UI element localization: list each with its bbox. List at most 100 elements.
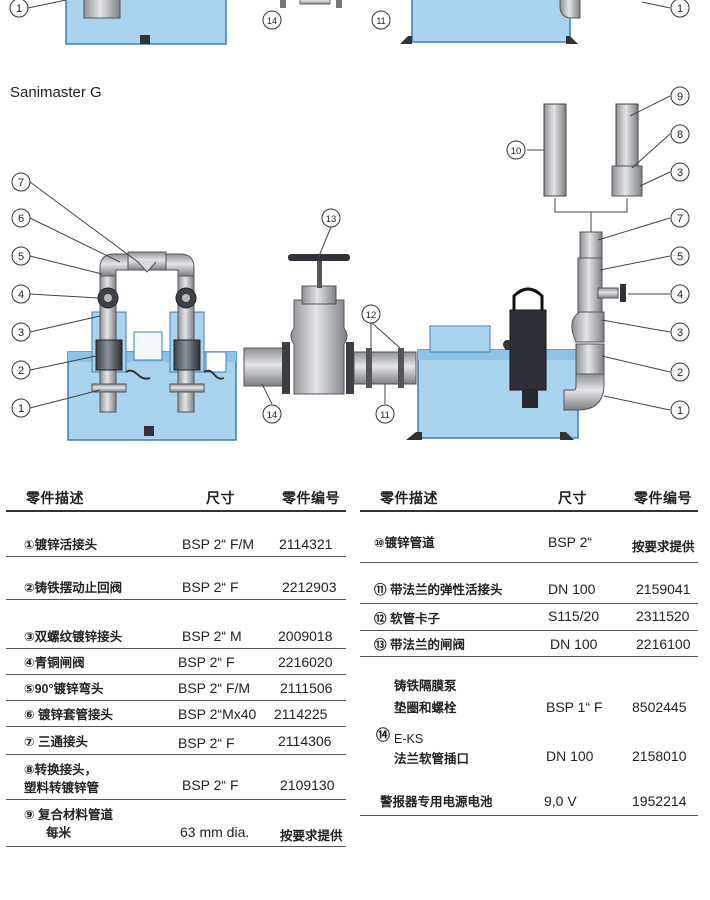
callout-left-2: 2 xyxy=(11,360,31,380)
table-row: 警报器专用电源电池 9,0 V 1952214 xyxy=(360,773,698,816)
row-part-number: 2216020 xyxy=(278,654,333,670)
row-size: DN 100 xyxy=(550,636,598,652)
row-part-number: 按要求提供 xyxy=(280,829,343,843)
row-description: ③双螺纹镀锌接头 xyxy=(24,630,123,644)
row-size: BSP 2“ F xyxy=(178,735,235,751)
callout-label: 5 xyxy=(677,251,683,263)
sanimaster-diagram: 1 14 11 1 xyxy=(9,0,690,441)
right-parts-table: 零件描述 尺寸 零件编号 ⑩镀锌管道 BSP 2“ 按要求提供 ⑪ 带法兰的弹性… xyxy=(360,484,698,820)
callout-label: 14 xyxy=(267,16,277,26)
left-callout-lines xyxy=(29,181,139,409)
callout-label: 5 xyxy=(18,251,24,263)
callout-circle xyxy=(670,162,690,182)
callout-label: 7 xyxy=(18,177,24,189)
section-title: Sanimaster G xyxy=(10,84,102,101)
row-size: BSP 1“ F xyxy=(546,699,603,715)
row-part-number: 2111506 xyxy=(280,680,333,696)
table-row: ⑬ 带法兰的闸阀 DN 100 2216100 xyxy=(360,631,698,657)
row-part-number: 2158010 xyxy=(632,748,687,764)
callout-left-1: 1 xyxy=(11,398,31,418)
callout-right-1: 1 xyxy=(670,400,690,420)
callout-circle xyxy=(11,172,31,192)
header-size: 尺寸 xyxy=(558,490,587,506)
callout-label: 1 xyxy=(677,3,683,15)
callout-label: 6 xyxy=(18,213,24,225)
twin-pump-assembly xyxy=(67,251,237,441)
table-row: ②铸铁摆动止回阀 BSP 2“ F 2212903 xyxy=(6,557,346,600)
row-description-line1: 铸铁隔膜泵 xyxy=(394,679,457,693)
row-number: ⑭ xyxy=(376,727,390,743)
callout-label: 10 xyxy=(511,146,522,157)
row-part-number: 按要求提供 xyxy=(632,540,695,554)
callout-left-6: 6 xyxy=(11,208,31,228)
gate-valve-assembly xyxy=(243,254,417,395)
row-description: ①镀锌活接头 xyxy=(24,538,98,552)
table-row: ⑪ 带法兰的弹性活接头 DN 100 2159041 xyxy=(360,563,698,604)
row-part-number: 2311520 xyxy=(636,608,690,624)
top-left-pump-base xyxy=(65,0,227,45)
row-description-line2: 每米 xyxy=(46,826,72,840)
table-row: ⑥ 镀锌套管接头 BSP 2“Mx40 2114225 xyxy=(6,701,346,727)
top-callouts: 1 14 11 1 xyxy=(9,0,690,30)
callout-left-5: 5 xyxy=(11,246,31,266)
callout-left-7: 7 xyxy=(11,172,31,192)
callout-right-9: 9 xyxy=(670,86,690,106)
row-size: BSP 2“ F xyxy=(178,654,235,670)
callout-right-7: 7 xyxy=(670,208,690,228)
callout-label: 7 xyxy=(677,213,683,225)
callout-right-5: 5 xyxy=(670,246,690,266)
row-size: 9,0 V xyxy=(544,793,577,809)
top-middle-fitting xyxy=(280,0,342,8)
header-description: 零件描述 xyxy=(380,490,438,506)
callout-label: 1 xyxy=(18,403,24,415)
callout-right-3: 3 xyxy=(670,162,690,182)
row-part-number: 2114306 xyxy=(278,733,332,749)
row-description: ⑤90°镀锌弯头 xyxy=(24,682,104,696)
row-part-number: 1952214 xyxy=(632,793,687,809)
callout-right-4: 4 xyxy=(670,284,690,304)
callout-circle xyxy=(670,400,690,420)
callout-circle xyxy=(11,208,31,228)
row-description-line2: 垫圈和螺栓 xyxy=(394,701,457,715)
callout-label: 9 xyxy=(677,91,683,103)
row-size: BSP 2“ F/M xyxy=(178,680,251,696)
callout-circle xyxy=(670,322,690,342)
callout-left-3: 3 xyxy=(11,322,31,342)
row-description-line2: 塑料转镀锌管 xyxy=(24,781,100,795)
row-description: ⑦ 三通接头 xyxy=(24,735,89,749)
callout-label: 11 xyxy=(380,410,390,421)
callout-circle xyxy=(670,208,690,228)
header-size: 尺寸 xyxy=(206,490,235,506)
callout-label: 11 xyxy=(376,16,385,26)
table-row: ⑩镀锌管道 BSP 2“ 按要求提供 xyxy=(360,512,698,563)
callout-middle-11: 11 xyxy=(375,404,395,424)
callout-label: 12 xyxy=(366,310,377,321)
table-row: ⑭ E-KS 法兰软管插口 DN 100 2158010 xyxy=(360,724,698,772)
table-header: 零件描述 尺寸 零件编号 xyxy=(6,484,346,512)
callout-circle xyxy=(262,404,282,424)
table-row: ①镀锌活接头 BSP 2“ F/M 2114321 xyxy=(6,512,346,557)
row-size: BSP 2“ M xyxy=(182,628,242,644)
top-right-pump-base xyxy=(400,0,581,44)
row-description: ⑪ 带法兰的弹性活接头 xyxy=(374,583,503,597)
row-description: ⑩镀锌管道 xyxy=(374,536,435,550)
row-size: BSP 2“ F xyxy=(182,777,239,793)
callout-circle xyxy=(11,398,31,418)
callout-middle-13: 13 xyxy=(321,208,341,228)
header-part-number: 零件编号 xyxy=(634,490,692,506)
row-description: ④青铜闸阀 xyxy=(24,656,85,670)
table-row: ⑨ 复合材料管道 每米 63 mm dia. 按要求提供 xyxy=(6,800,346,847)
table-row: ⑦ 三通接头 BSP 2“ F 2114306 xyxy=(6,727,346,755)
row-size: BSP 2“ xyxy=(548,534,593,550)
callout-circle xyxy=(670,284,690,304)
callout-circle xyxy=(361,304,381,324)
callout-circle xyxy=(321,208,341,228)
callout-circle xyxy=(375,404,395,424)
callout-right-2: 2 xyxy=(670,362,690,382)
callout-label: 1 xyxy=(16,3,22,15)
row-part-number: 2114225 xyxy=(274,706,328,722)
callout-circle xyxy=(11,246,31,266)
row-description: ⑬ 带法兰的闸阀 xyxy=(374,638,465,652)
header-part-number: 零件编号 xyxy=(282,490,340,506)
